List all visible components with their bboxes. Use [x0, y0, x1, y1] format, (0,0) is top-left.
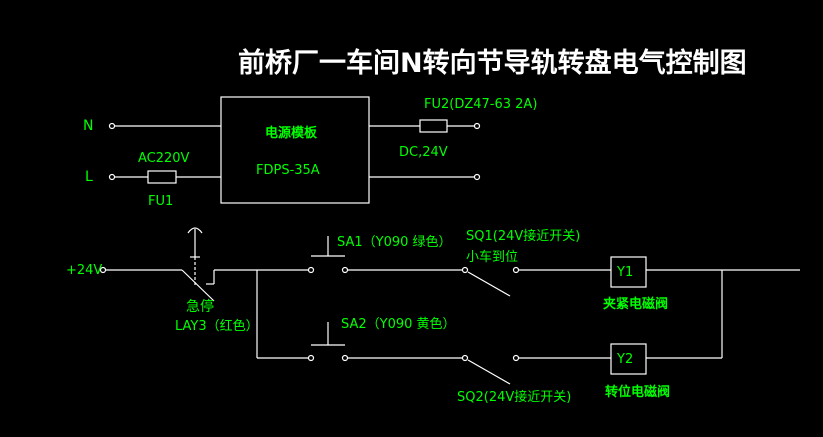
power-module-box	[220, 96, 370, 204]
power-module-model: FDPS-35A	[256, 163, 320, 178]
dc-output-label: DC,24V	[399, 145, 448, 160]
terminal-n-label: N	[83, 118, 94, 134]
diagram-title: 前桥厂一车间N转向节导轨转盘电气控制图	[238, 48, 747, 79]
fu2-label: FU2(DZ47-63 2A)	[424, 97, 538, 112]
fu1-label: FU1	[148, 194, 174, 209]
power-section-wires	[108, 122, 481, 181]
emergency-stop-label: 急停	[186, 299, 214, 315]
terminal-24v-label: +24V	[66, 263, 103, 278]
y1-desc: 夹紧电磁阀	[603, 297, 669, 312]
y1-tag: Y1	[617, 265, 634, 280]
sa1-label: SA1（Y090 绿色）	[337, 235, 452, 250]
y2-desc: 转位电磁阀	[605, 385, 671, 400]
sq1-desc: 小车到位	[466, 250, 519, 265]
emergency-stop-model: LAY3（红色）	[175, 319, 259, 334]
control-section-wires	[99, 227, 800, 385]
fuse-fu1	[147, 170, 177, 184]
fuse-fu2	[419, 119, 448, 133]
fu1-rating-label: AC220V	[138, 151, 190, 166]
sq1-label: SQ1(24V接近开关)	[466, 229, 581, 244]
valve-y1-box	[610, 256, 647, 288]
power-module-name: 电源模板	[265, 126, 318, 141]
sa2-label: SA2（Y090 黄色）	[341, 317, 456, 332]
valve-y2-box	[610, 343, 647, 375]
sq2-label: SQ2(24V接近开关)	[457, 390, 572, 405]
y2-tag: Y2	[617, 352, 634, 367]
terminal-l-label: L	[85, 169, 93, 185]
